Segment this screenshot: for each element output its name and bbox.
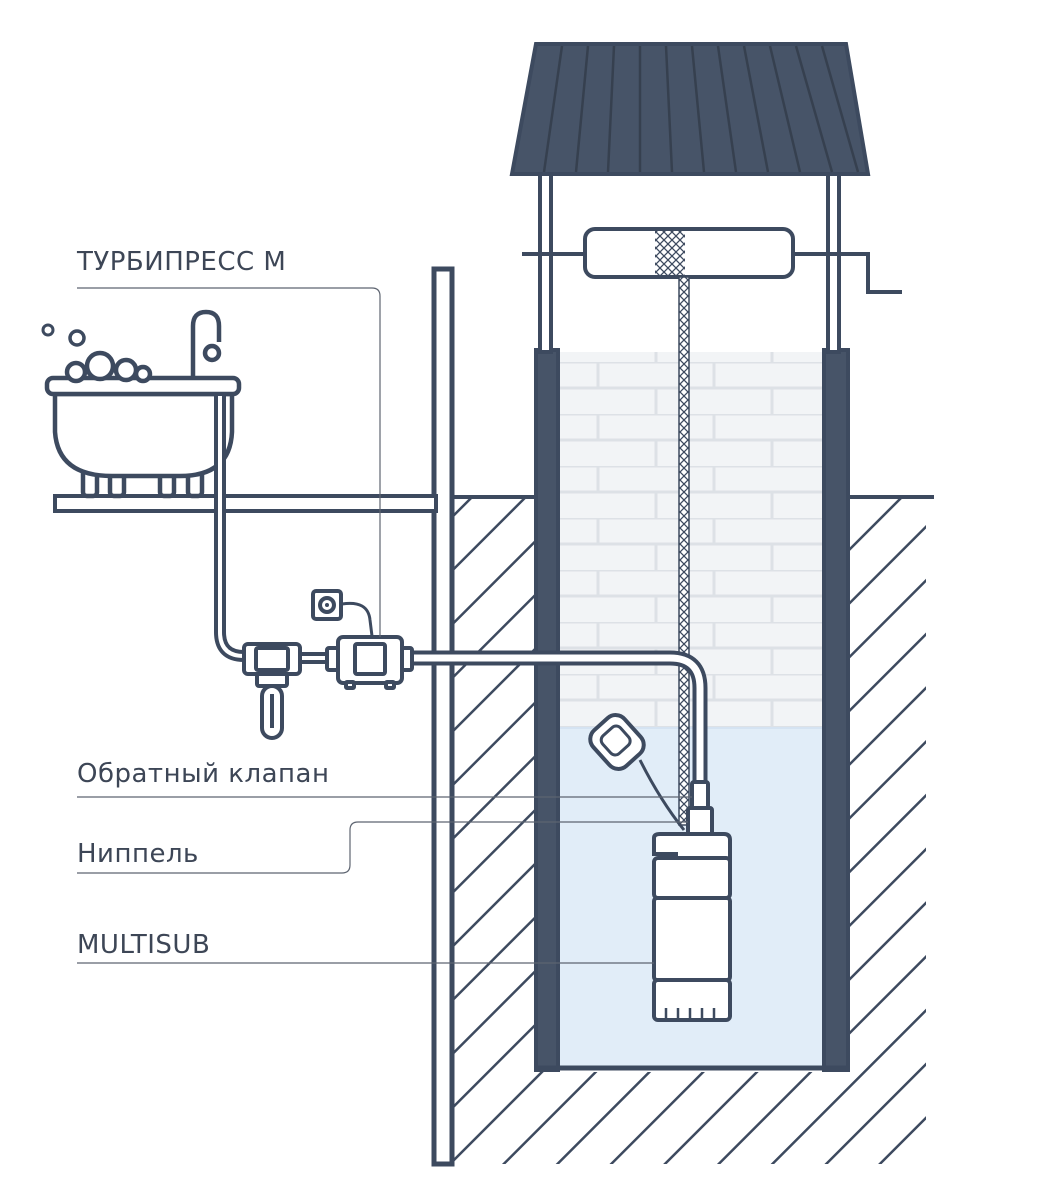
label-turbipress: ТУРБИПРЕСС М [76, 247, 286, 277]
post-left [538, 170, 553, 354]
well-wall-right [822, 348, 850, 1072]
foam-bubble [84, 350, 116, 382]
turbipress-controller [311, 589, 414, 690]
foam-bubble [133, 364, 153, 384]
well-rope [678, 276, 690, 826]
tee-inner [254, 646, 290, 672]
foam-bubble [41, 323, 55, 337]
label-nipple: Ниппель [77, 839, 199, 869]
label-multisub: MULTISUB [77, 930, 210, 960]
foam-bubble [113, 357, 139, 383]
check-valve [690, 780, 710, 810]
soil-bottom [538, 1072, 848, 1164]
leader-turbipress [77, 287, 381, 637]
house-wall [431, 266, 455, 1167]
roof-planks [542, 45, 860, 173]
leader-nipple [77, 821, 688, 874]
windlass-crank [850, 252, 902, 294]
pump-motor-top [652, 856, 732, 900]
controller-foot-left [344, 680, 356, 690]
filter [242, 642, 302, 740]
pipes [214, 396, 708, 782]
foam-bubble [64, 360, 88, 384]
post-right [826, 170, 841, 354]
roof [509, 42, 871, 176]
well-wall-left [534, 348, 560, 1072]
soil-left [448, 498, 538, 1164]
floor-shelf [53, 494, 438, 513]
windlass-drum [583, 227, 795, 279]
power-cable [341, 601, 374, 637]
bathtub-body [52, 391, 235, 479]
well-roof-structure [509, 42, 902, 826]
pump-motor-body [652, 896, 732, 982]
intake-grille [664, 1008, 716, 1020]
bathtub [41, 309, 242, 499]
float-switch-inner [599, 724, 632, 757]
controller-foot-right [384, 680, 396, 690]
pump-intake [652, 978, 732, 1022]
controller-display [353, 642, 387, 676]
ground [448, 495, 934, 1164]
nipple [686, 806, 714, 836]
pump-head [652, 832, 732, 864]
label-check-valve: Обратный клапан [77, 759, 329, 789]
faucet [190, 309, 222, 378]
soil-right [848, 498, 926, 1164]
callouts: ТУРБИПРЕСС М Обратный клапан Ниппель MUL… [76, 247, 692, 964]
multisub-pump [588, 713, 732, 1022]
faucet-handle [202, 343, 222, 363]
drum-rope-wrap [655, 231, 685, 275]
foam-bubble [68, 329, 86, 347]
